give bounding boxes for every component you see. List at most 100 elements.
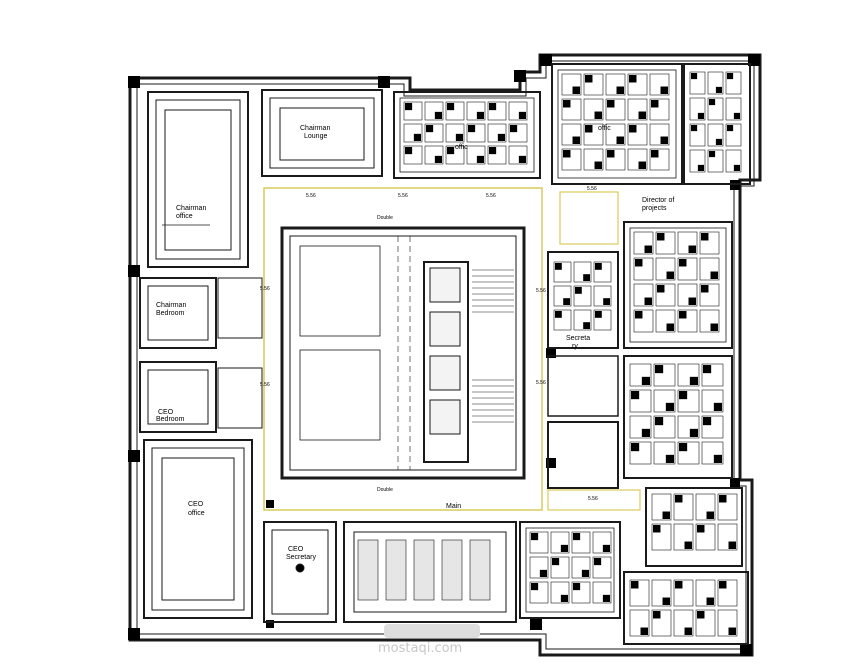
- desk-marker: [575, 287, 582, 294]
- desk-marker: [583, 274, 590, 281]
- desk-marker: [662, 597, 670, 605]
- outer-walls: [128, 53, 762, 657]
- desk-cell: [649, 98, 670, 121]
- desk-marker: [684, 627, 692, 635]
- desk-cell: [573, 261, 592, 283]
- desk-marker: [713, 402, 722, 411]
- desk-marker: [594, 558, 602, 566]
- room-label-main: Main: [446, 503, 461, 510]
- desk-marker: [602, 594, 610, 602]
- watermark-logo-bar: [384, 624, 480, 638]
- desk-cell: [655, 257, 676, 281]
- desk-cell: [699, 283, 720, 307]
- desk-marker: [657, 285, 665, 293]
- desk-cell: [701, 415, 724, 439]
- desk-marker: [468, 125, 476, 133]
- desk-marker: [518, 111, 526, 119]
- desk-cell: [583, 73, 604, 96]
- desk-marker: [563, 298, 570, 305]
- room-label-office-2: offic: [598, 125, 611, 132]
- desk-marker: [563, 100, 571, 108]
- desk-marker: [662, 511, 670, 519]
- desk-marker: [701, 233, 709, 241]
- desk-marker: [679, 311, 687, 319]
- workstation-grid: [403, 71, 742, 637]
- desk-cell: [701, 441, 724, 465]
- annotation-2: 5.56: [398, 193, 408, 199]
- desk-cell: [717, 523, 738, 551]
- desk-cell: [677, 257, 698, 281]
- desk-cell: [677, 309, 698, 333]
- desk-marker: [572, 136, 580, 144]
- desk-marker: [710, 323, 718, 331]
- chairman-office-room: [147, 91, 249, 268]
- desk-marker: [689, 376, 698, 385]
- desk-marker: [651, 100, 659, 108]
- desk-marker: [660, 86, 668, 94]
- desk-marker: [476, 111, 484, 119]
- desk-marker: [531, 583, 539, 591]
- desk-marker: [426, 125, 434, 133]
- annotation-10: Double: [377, 487, 393, 493]
- desk-cell: [673, 523, 694, 551]
- desk-cell: [508, 123, 528, 143]
- desk-marker: [644, 297, 652, 305]
- desk-cell: [677, 231, 698, 255]
- desk-cell: [689, 97, 706, 121]
- desk-marker: [555, 263, 562, 270]
- desk-marker: [665, 454, 674, 463]
- desk-marker: [552, 558, 560, 566]
- annotation-8: 5.56: [536, 380, 546, 386]
- elevator-bank: [423, 261, 469, 463]
- desk-marker: [733, 112, 740, 119]
- desk-cell: [725, 71, 742, 95]
- desk-marker: [560, 544, 568, 552]
- desk-cell: [529, 556, 549, 579]
- desk-cell: [571, 531, 591, 554]
- desk-cell: [508, 101, 528, 121]
- desk-cell: [592, 531, 612, 554]
- desk-cell: [695, 579, 716, 607]
- desk-marker: [607, 150, 615, 158]
- desk-marker: [697, 525, 705, 533]
- desk-marker: [595, 311, 602, 318]
- desk-marker: [638, 161, 646, 169]
- desk-marker: [697, 112, 704, 119]
- desk-cell: [629, 579, 650, 607]
- desk-cell: [673, 493, 694, 521]
- desk-cell: [445, 101, 465, 121]
- desk-cell: [629, 609, 650, 637]
- desk-marker: [602, 544, 610, 552]
- desk-cell: [593, 285, 612, 307]
- desk-marker: [531, 533, 539, 541]
- desk-cell: [699, 231, 720, 255]
- desk-marker: [701, 285, 709, 293]
- desk-marker: [665, 402, 674, 411]
- desk-marker: [653, 525, 661, 533]
- desk-cell: [677, 415, 700, 439]
- desk-marker: [675, 581, 683, 589]
- desk-marker: [689, 428, 698, 437]
- desk-marker: [644, 245, 652, 253]
- desk-cell: [633, 309, 654, 333]
- desk-cell: [633, 257, 654, 281]
- desk-cell: [653, 415, 676, 439]
- desk-cell: [605, 98, 626, 121]
- desk-cell: [529, 531, 549, 554]
- desk-marker: [607, 100, 615, 108]
- desk-cell: [627, 123, 648, 146]
- desk-marker: [447, 103, 455, 111]
- desk-marker: [563, 150, 571, 158]
- desk-cell: [633, 283, 654, 307]
- desk-cell: [445, 145, 465, 165]
- desk-cell: [695, 609, 716, 637]
- desk-marker: [434, 111, 442, 119]
- desk-marker: [728, 541, 736, 549]
- core-boundary: [263, 187, 641, 511]
- desk-cell: [717, 579, 738, 607]
- desk-cell: [573, 309, 592, 331]
